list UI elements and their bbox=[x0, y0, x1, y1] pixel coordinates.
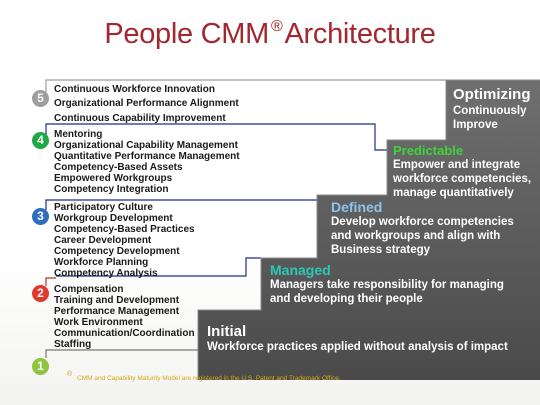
level-5-connector bbox=[45, 79, 446, 92]
desc-line: and developing their people bbox=[270, 293, 423, 305]
process-area: Quantitative Performance Management bbox=[54, 151, 240, 162]
level-name-managed: Managed bbox=[270, 262, 331, 278]
process-area: Competency-Based Assets bbox=[54, 162, 183, 173]
desc-line: Managers take responsibility for managin… bbox=[270, 279, 504, 291]
level-name-initial: Initial bbox=[207, 323, 247, 340]
staircase-steps bbox=[198, 80, 540, 380]
level-2-process-areas: Compensation Training and Development Pe… bbox=[54, 284, 195, 350]
process-area: Workforce Planning bbox=[54, 257, 149, 268]
registered-mark: ® bbox=[270, 18, 283, 35]
level-name-predictable: Predictable bbox=[393, 143, 464, 158]
desc-line: Empower and integrate bbox=[393, 159, 521, 171]
title-rest: Architecture bbox=[284, 18, 436, 50]
process-area: Competency Analysis bbox=[54, 268, 158, 279]
desc-line: Continuously bbox=[453, 105, 527, 117]
desc-line: Workforce practices applied without anal… bbox=[207, 341, 508, 353]
process-area: Mentoring bbox=[54, 129, 103, 140]
process-area: Competency Integration bbox=[54, 184, 169, 195]
process-area: Participatory Culture bbox=[54, 202, 153, 213]
process-area: Continuous Workforce Innovation bbox=[54, 84, 215, 95]
title-main: People CMM bbox=[104, 18, 269, 50]
desc-line: Develop workforce competencies bbox=[331, 216, 514, 228]
process-area: Workgroup Development bbox=[54, 213, 173, 224]
level-3-description: Develop workforce competencies and workg… bbox=[331, 215, 514, 257]
page-title: People CMM®Architecture bbox=[0, 18, 540, 51]
level-1-connector bbox=[45, 349, 198, 358]
process-area: Competency-Based Practices bbox=[54, 224, 195, 235]
process-area: Continuous Capability Improvement bbox=[54, 113, 226, 124]
level-1-description: Workforce practices applied without anal… bbox=[207, 340, 508, 354]
level-2-badge: 2 bbox=[32, 285, 49, 302]
process-area: Staffing bbox=[54, 339, 92, 350]
desc-line: workforce competencies, bbox=[393, 173, 532, 185]
level-4-process-areas: Mentoring Organizational Capability Mana… bbox=[54, 129, 240, 195]
level-1-badge: 1 bbox=[32, 358, 49, 375]
process-area: Organizational Capability Management bbox=[54, 140, 238, 151]
desc-line: Business strategy bbox=[331, 244, 431, 256]
level-3-connector bbox=[45, 199, 317, 210]
process-area: Performance Management bbox=[54, 306, 180, 317]
process-area: Career Development bbox=[54, 235, 152, 246]
level-4-description: Empower and integrate workforce competen… bbox=[393, 158, 531, 200]
process-area: Competency Development bbox=[54, 246, 180, 257]
desc-line: and workgroups and align with bbox=[331, 230, 501, 242]
level-5-description: Continuously Improve bbox=[453, 104, 531, 132]
level-2-description: Managers take responsibility for managin… bbox=[270, 278, 504, 306]
footnote: ® CMM and Capability Maturity Model are … bbox=[67, 371, 341, 382]
desc-line: Improve bbox=[453, 119, 498, 131]
level-5-badge: 5 bbox=[32, 90, 49, 107]
desc-line: manage quantitatively bbox=[393, 187, 514, 199]
level-3-process-areas: Participatory Culture Workgroup Developm… bbox=[54, 202, 195, 279]
level-5-process-areas: Continuous Workforce Innovation Organiza… bbox=[54, 84, 239, 124]
level-5-block: Optimizing Continuously Improve bbox=[453, 86, 531, 132]
process-area: Training and Development bbox=[54, 295, 180, 306]
process-area: Work Environment bbox=[54, 317, 143, 328]
level-2-connector bbox=[45, 277, 56, 286]
level-4-connector bbox=[45, 123, 387, 151]
process-area: Organizational Performance Alignment bbox=[54, 98, 239, 109]
footnote-mark: ® bbox=[67, 371, 73, 378]
process-area: Communication/Coordination bbox=[54, 328, 195, 339]
level-4-badge: 4 bbox=[32, 132, 49, 149]
level-name-optimizing: Optimizing bbox=[453, 86, 531, 103]
level-3-block: Defined Develop workforce competencies a… bbox=[331, 199, 514, 257]
process-area: Compensation bbox=[54, 284, 124, 295]
level-3-connector-bottom bbox=[56, 257, 261, 277]
step-edges bbox=[197, 79, 540, 380]
level-4-block: Predictable Empower and integrate workfo… bbox=[393, 143, 531, 200]
level-3-badge: 3 bbox=[32, 208, 49, 225]
level-1-block: Initial Workforce practices applied with… bbox=[207, 323, 508, 354]
level-name-defined: Defined bbox=[331, 199, 383, 215]
process-area: Empowered Workgroups bbox=[54, 173, 173, 184]
footnote-text: CMM and Capability Maturity Model are re… bbox=[77, 375, 341, 382]
level-2-block: Managed Managers take responsibility for… bbox=[270, 262, 504, 306]
